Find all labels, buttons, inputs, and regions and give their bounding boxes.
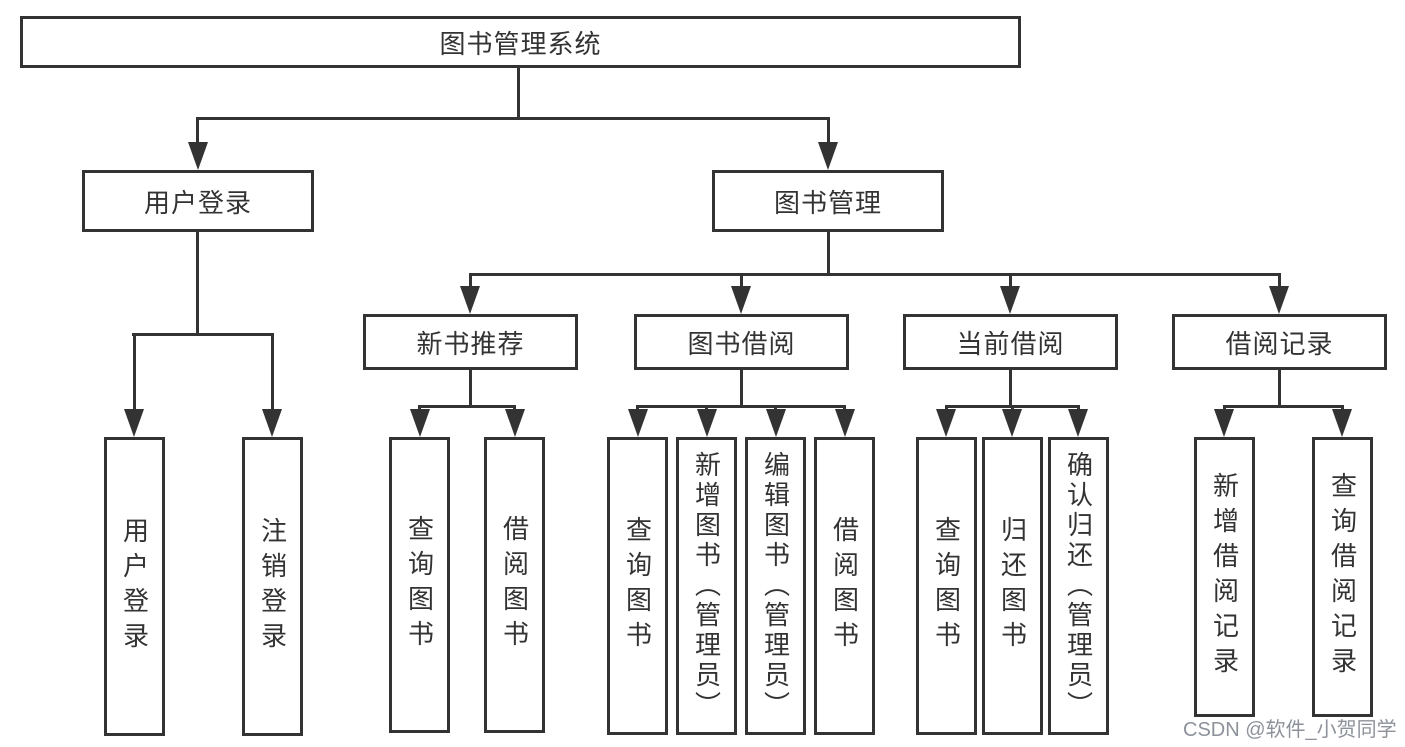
node-label: 用户登录 [143,187,252,218]
node-new-book-recommend: 新书推荐 [363,314,578,370]
leaf-label: 借阅图书 [499,515,530,655]
leaf-label: 确认归还（管理员） [1063,451,1094,721]
arrow-down-icon [1068,409,1088,437]
connector-vline [517,66,520,119]
leaf-label: 查询图书 [622,516,653,656]
node-label: 借阅记录 [1225,328,1334,359]
arrow-down-icon [410,409,430,437]
node-library-management-system: 图书管理系统 [20,16,1021,68]
connector-hline [469,273,1281,276]
arrow-down-icon [936,409,956,437]
connector-vline [1278,275,1281,288]
connector-hline [196,117,830,120]
arrow-down-icon [628,409,648,437]
leaf-return-books: 归还图书 [982,437,1043,735]
connector-vline [1278,368,1281,407]
connector-vline [740,368,743,407]
connector-hline [1223,405,1344,408]
node-user-login: 用户登录 [82,170,314,232]
leaf-add-borrow-record: 新增借阅记录 [1194,437,1255,717]
connector-vline [469,275,472,288]
arrow-down-icon [188,142,208,170]
leaf-query-borrow-record: 查询借阅记录 [1312,437,1373,717]
leaf-query-books-current: 查询图书 [916,437,977,735]
leaf-label: 新增借阅记录 [1209,472,1240,682]
leaf-label: 归还图书 [997,516,1028,656]
arrow-down-icon [766,409,786,437]
leaf-confirm-return-admin: 确认归还（管理员） [1048,437,1109,735]
node-book-borrowing: 图书借阅 [634,314,849,370]
leaf-label: 用户登录 [119,516,150,657]
node-label: 新书推荐 [416,328,525,359]
leaf-label: 注销登录 [257,516,288,657]
arrow-down-icon [262,409,282,437]
node-book-management: 图书管理 [712,170,944,232]
node-label: 图书借阅 [687,328,796,359]
connector-vline [196,119,199,144]
leaf-add-book-admin: 新增图书（管理员） [676,437,737,735]
leaf-label: 查询借阅记录 [1327,472,1358,682]
leaf-label: 借阅图书 [829,516,860,656]
arrow-down-icon [835,409,855,437]
leaf-query-books-borrow: 查询图书 [607,437,668,735]
node-current-borrowing: 当前借阅 [903,314,1118,370]
connector-hline [636,405,846,408]
leaf-label: 查询图书 [404,515,435,655]
connector-vline [740,275,743,288]
node-label: 当前借阅 [956,328,1065,359]
arrow-down-icon [1002,409,1022,437]
connector-vline [133,335,136,411]
watermark: CSDN @软件_小贺同学 [1183,719,1397,741]
connector-hline [132,333,274,336]
connector-vline [469,368,472,407]
leaf-logout: 注销登录 [242,437,303,736]
arrow-down-icon [1000,286,1020,314]
connector-vline [271,335,274,411]
arrow-down-icon [697,409,717,437]
arrow-down-icon [1269,286,1289,314]
leaf-borrow-books-recommend: 借阅图书 [484,437,545,733]
node-borrowing-records: 借阅记录 [1172,314,1387,370]
arrow-down-icon [1214,409,1234,437]
connector-vline [196,230,199,335]
connector-vline [1009,368,1012,407]
connector-vline [827,230,830,275]
leaf-borrow-books: 借阅图书 [814,437,875,735]
leaf-query-books-recommend: 查询图书 [389,437,450,733]
leaf-label: 查询图书 [931,516,962,656]
node-label: 图书管理系统 [439,28,602,59]
arrow-down-icon [505,409,525,437]
leaf-label: 编辑图书（管理员） [760,451,791,721]
arrow-down-icon [818,142,838,170]
arrow-down-icon [731,286,751,314]
connector-hline [945,405,1080,408]
connector-hline [418,405,516,408]
connector-vline [827,119,830,144]
node-label: 图书管理 [773,187,882,218]
leaf-label: 新增图书（管理员） [691,451,722,721]
arrow-down-icon [460,286,480,314]
leaf-user-login: 用户登录 [104,437,165,736]
arrow-down-icon [124,409,144,437]
connector-vline [1009,275,1012,288]
leaf-edit-book-admin: 编辑图书（管理员） [745,437,806,735]
arrow-down-icon [1332,409,1352,437]
